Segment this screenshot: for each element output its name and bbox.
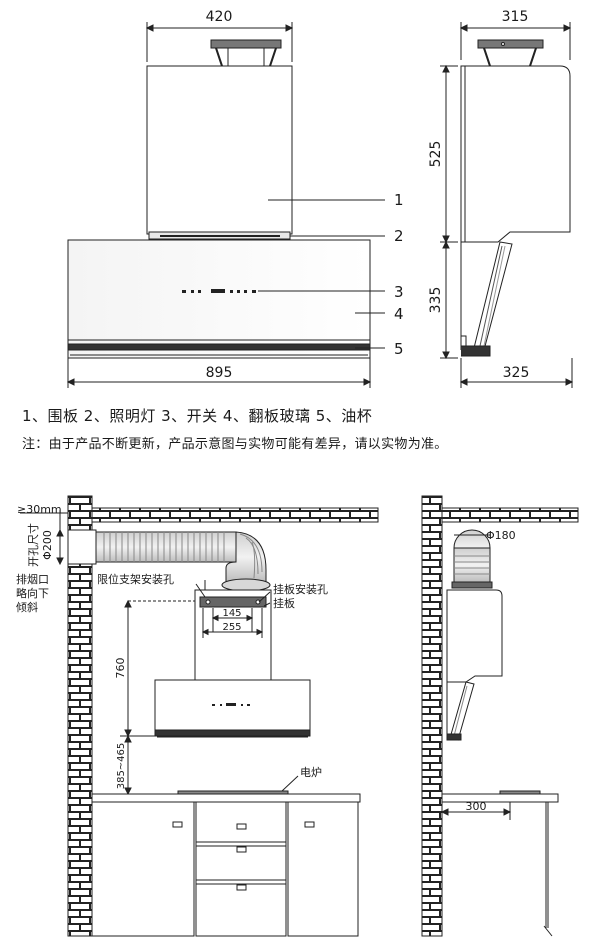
- exhaust-note-3: 倾斜: [16, 601, 38, 614]
- side-height-upper: 525: [428, 141, 444, 168]
- front-width-bottom: 895: [206, 365, 233, 381]
- hole-diameter-label: Φ200: [41, 530, 54, 560]
- callout-2: 2: [394, 227, 404, 245]
- install-front-view: [20, 495, 379, 937]
- disclaimer-note: 注：由于产品不断更新，产品示意图与实物可能有差异，请以实物为准。: [22, 437, 448, 452]
- callout-4: 4: [394, 305, 404, 323]
- parts-legend: 1、围板 2、照明灯 3、开关 4、翻板玻璃 5、油杯: [22, 407, 373, 425]
- dim-760: 760: [114, 658, 127, 679]
- front-view: [66, 22, 385, 388]
- hang-plate-hole-label: 挂板安装孔: [273, 582, 328, 596]
- dim-255: 255: [222, 622, 241, 633]
- stove-label: 电炉: [300, 766, 322, 779]
- side-height-lower: 335: [428, 287, 444, 314]
- hole-size-label: 开孔尺寸: [26, 523, 40, 567]
- dim-385-465: 385~465: [116, 743, 127, 790]
- dim-300: 300: [466, 800, 487, 813]
- dim-145: 145: [222, 608, 241, 619]
- exhaust-note-1: 排烟口: [16, 572, 49, 586]
- side-depth-top: 315: [502, 9, 529, 25]
- wall-gap-label: ≥30mm: [17, 503, 62, 516]
- callout-5: 5: [394, 340, 404, 358]
- limit-bracket-hole-label: 限位支架安装孔: [97, 572, 174, 586]
- front-width-top: 420: [206, 9, 233, 25]
- side-depth-bottom: 325: [503, 365, 530, 381]
- install-side-view: [421, 495, 579, 937]
- duct-diameter-label: Φ180: [486, 529, 516, 542]
- hang-plate-label: 挂板: [273, 596, 295, 610]
- exhaust-note-2: 略向下: [16, 586, 49, 600]
- callout-1: 1: [394, 191, 404, 209]
- callout-3: 3: [394, 283, 404, 301]
- side-view: [440, 22, 574, 388]
